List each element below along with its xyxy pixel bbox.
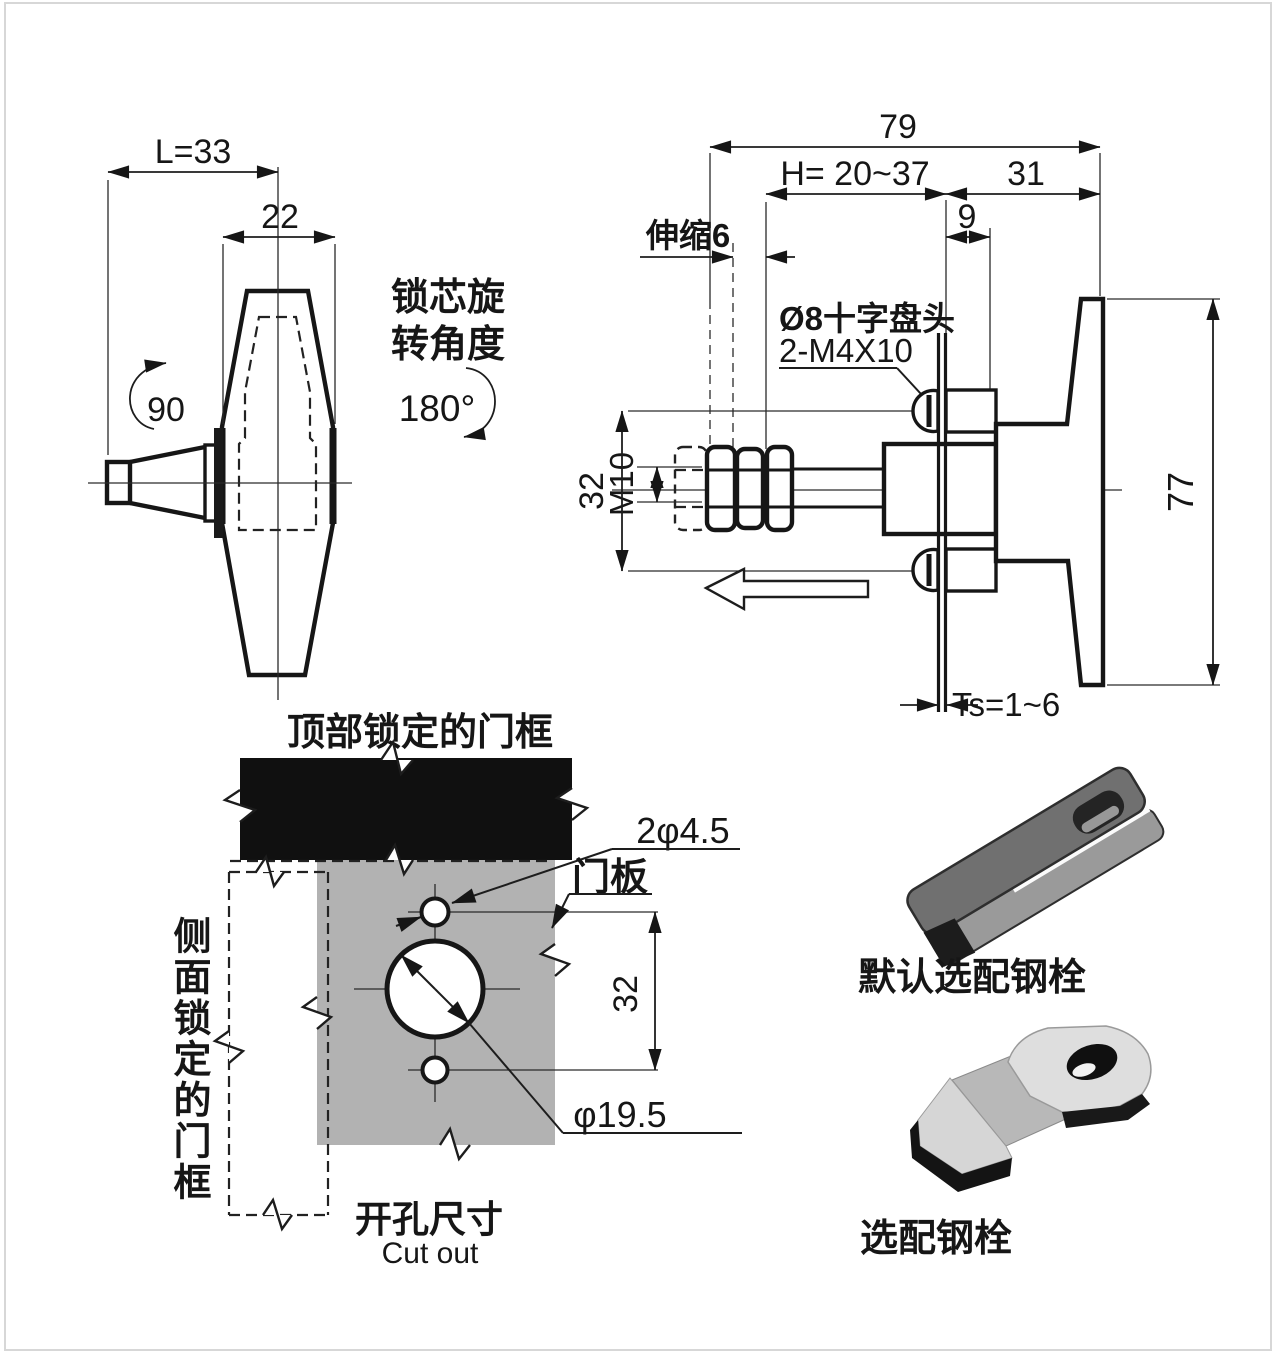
travel-label-text: 伸缩6 — [645, 217, 730, 254]
ghost-nut — [673, 445, 709, 532]
default-cam-render: 默认选配钢栓 — [858, 766, 1165, 999]
dim-text-9: 9 — [958, 198, 977, 236]
door-panel-label: 门板 — [572, 857, 648, 899]
rotation-90: 90 — [129, 359, 185, 430]
cam2-hole-highlight — [1072, 1063, 1096, 1077]
cutout-view: 顶部锁定的门框 2φ4.5 门板 — [167, 712, 742, 1270]
dimension-m10: M10 — [603, 452, 702, 516]
screw-head-top-icon — [911, 388, 940, 434]
screw-note-line1: Ø8十字盘头 — [779, 300, 955, 337]
dimension-32-cutout: 32 — [607, 911, 662, 1071]
dim-text-phi195: φ19.5 — [573, 1094, 666, 1135]
cutout-title-en: Cut out — [382, 1237, 479, 1270]
dim-text-2phi45: 2φ4.5 — [636, 810, 729, 851]
dim-text-22: 22 — [261, 198, 299, 236]
screw-head-bottom-icon — [911, 547, 940, 593]
rotation-arc-180-icon — [463, 367, 496, 441]
page-border — [4, 2, 1272, 1351]
dimension-h-range: H= 20~37 — [765, 155, 947, 201]
dim-text-79: 79 — [879, 108, 917, 146]
cam2-dark-edge — [1062, 1094, 1150, 1128]
default-cam-caption: 默认选配钢栓 — [858, 957, 1086, 999]
front-view-t-handle: L=33 22 90 锁芯旋 转角度 180° — [88, 133, 505, 700]
dimension-79: 79 — [709, 108, 1101, 154]
nut-2 — [734, 446, 766, 531]
rotation-180: 180° — [399, 367, 496, 441]
dimension-phi195: φ19.5 — [400, 954, 742, 1135]
side-view-assembly: 79 H= 20~37 31 9 伸缩6 Ø8十字盘头 2-M4X10 — [573, 108, 1220, 723]
dimension-77: 77 — [1107, 298, 1220, 686]
dim-text-32-cutout: 32 — [607, 975, 645, 1013]
screw-note: Ø8十字盘头 2-M4X10 — [779, 300, 955, 395]
nut-3 — [764, 444, 795, 533]
door-panel-callout: 门板 — [551, 857, 652, 929]
screw-note-line2: 2-M4X10 — [779, 332, 913, 369]
screw-hole-top — [419, 896, 451, 928]
dimension-31: 31 — [945, 155, 1101, 201]
direction-arrow-icon — [703, 567, 870, 612]
dimension-L33: L=33 — [107, 133, 279, 455]
dimension-2xphi45: 2φ4.5 — [395, 810, 740, 932]
cam2-foot-dark — [910, 1120, 1012, 1192]
break-marks — [212, 739, 590, 1232]
side-frame-label: 侧面锁定的门框 — [167, 916, 211, 1203]
dimension-ts: Ts=1~6 — [900, 686, 1060, 723]
mounting-screw-top — [911, 388, 998, 434]
dim-text-ts: Ts=1~6 — [952, 686, 1060, 723]
screw-boss-bottom — [944, 547, 998, 593]
top-door-frame — [240, 758, 572, 860]
adjustment-nuts — [673, 444, 795, 533]
screw-boss-top — [944, 388, 998, 434]
top-frame-label: 顶部锁定的门框 — [287, 712, 553, 754]
rotation-arc-90-icon — [129, 359, 167, 430]
rotation-90-text: 90 — [147, 391, 185, 429]
dim-text-h: H= 20~37 — [780, 155, 929, 193]
side-frame-dashed-outline — [227, 870, 330, 1217]
optional-cam-caption: 选配钢栓 — [860, 1218, 1012, 1260]
cylinder-taper-top — [129, 444, 206, 465]
mounting-screw-bottom — [911, 547, 998, 593]
rotation-caption-line1: 锁芯旋 — [391, 277, 505, 319]
dim-text-31: 31 — [1007, 155, 1045, 193]
rotation-caption-line2: 转角度 — [391, 324, 505, 366]
dimension-32-side: 32 — [573, 410, 918, 572]
rotation-180-text: 180° — [399, 388, 476, 429]
cutout-title-cn: 开孔尺寸 — [355, 1199, 503, 1240]
screw-hole-bottom — [420, 1055, 450, 1085]
dimension-9: 9 — [945, 198, 991, 244]
dim-text-l33: L=33 — [155, 133, 232, 171]
t-handle-side-profile — [993, 296, 1106, 688]
optional-cam-render: 选配钢栓 — [860, 1025, 1152, 1260]
dimension-travel6: 伸缩6 — [640, 217, 795, 264]
nut-1 — [704, 444, 738, 533]
handle-hidden-contour — [237, 315, 318, 532]
dim-text-32-side: 32 — [573, 472, 611, 510]
cylinder-taper-bottom — [129, 500, 206, 521]
dim-text-77: 77 — [1160, 472, 1201, 512]
dimension-22: 22 — [222, 198, 336, 424]
cam1-tube-end — [923, 918, 976, 967]
cam1-slot-bevel — [1081, 805, 1120, 833]
